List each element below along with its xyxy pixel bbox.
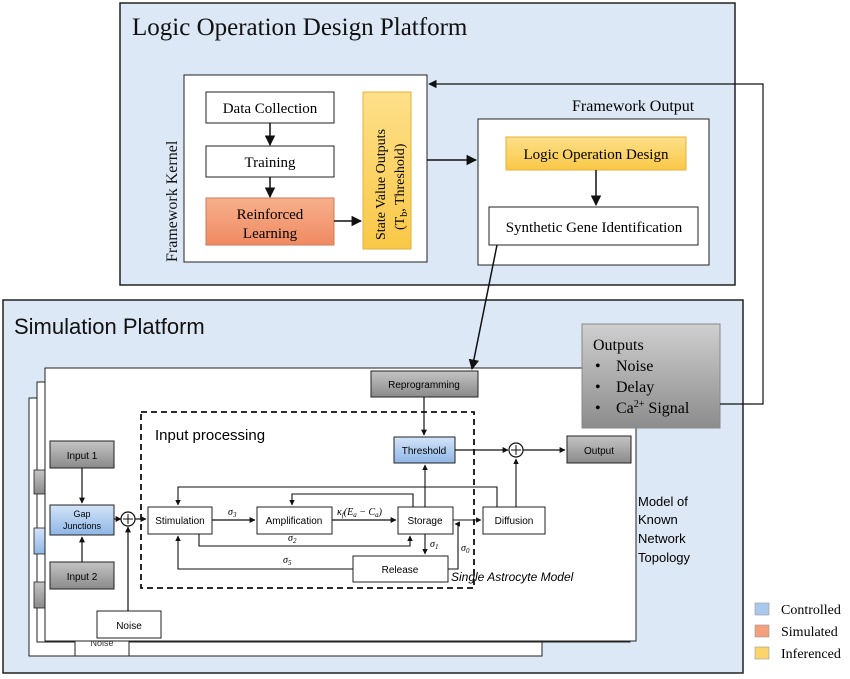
sigma1-label: σ1 <box>430 539 438 551</box>
training-box <box>205 145 335 178</box>
gap-line2: Junctions <box>63 521 102 531</box>
amplification-box <box>256 506 333 535</box>
input2-box <box>49 561 115 590</box>
model-label-line4: Topology <box>638 550 691 565</box>
reinforced-line1: Reinforced <box>237 207 304 223</box>
state-value-line2: (Tb, Threshold) <box>393 143 410 230</box>
sigma5-label: σ5 <box>283 555 292 567</box>
legend-label-simulated: Simulated <box>781 625 838 640</box>
state-value-line1: State Value Outputs <box>374 129 389 240</box>
model-label-line2: Known <box>638 512 678 527</box>
diffusion-label: Diffusion <box>495 516 534 527</box>
outputs-bullet-2: • <box>595 379 601 396</box>
logic-op-design-label: Logic Operation Design <box>524 147 669 163</box>
sigma0-label: σ0 <box>461 543 470 555</box>
logic-platform-title: Logic Operation Design Platform <box>132 14 468 41</box>
model-label-line1: Model of <box>638 494 688 509</box>
release-label: Release <box>382 565 419 576</box>
outputs-title: Outputs <box>593 337 644 354</box>
state-value-outputs-box <box>362 91 412 250</box>
noise-box <box>96 610 162 639</box>
input2-label: Input 2 <box>67 572 98 583</box>
legend-swatch-inferenced <box>754 646 770 660</box>
legend-label-inferenced: Inferenced <box>781 647 841 662</box>
outputs-item-ca-signal: Ca2+ Signal <box>616 399 690 417</box>
framework-output-label: Framework Output <box>572 98 695 115</box>
amplification-label: Amplification <box>266 516 323 527</box>
gap-line1: Gap <box>73 509 90 519</box>
data-collection-label: Data Collection <box>223 101 318 117</box>
storage-label: Storage <box>407 516 442 527</box>
simulation-platform-title: Simulation Platform <box>14 314 205 339</box>
input-processing-label: Input processing <box>155 427 265 444</box>
outputs-item-delay: Delay <box>616 379 654 396</box>
output-box <box>566 435 632 464</box>
outputs-item-noise: Noise <box>616 358 653 375</box>
stimulation-label: Stimulation <box>155 516 204 527</box>
framework-kernel-label: Framework Kernel <box>164 140 181 262</box>
output-label: Output <box>584 446 614 457</box>
synthetic-gene-label: Synthetic Gene Identification <box>506 220 683 236</box>
noise-label: Noise <box>116 621 142 632</box>
threshold-box <box>393 436 456 464</box>
kappa-expression: κf(Ea − Ca) <box>337 507 383 519</box>
synthetic-gene-box <box>488 206 699 246</box>
reprogramming-label: Reprogramming <box>388 380 460 391</box>
reinforced-learning-box <box>205 197 335 246</box>
outputs-bullet-1: • <box>595 358 601 375</box>
diffusion-box <box>482 506 546 535</box>
logic-platform: Logic Operation Design Platform Framewor… <box>119 2 736 286</box>
reprogramming-box <box>370 370 479 398</box>
logic-operation-design-box <box>505 136 687 171</box>
release-box <box>352 555 449 583</box>
outputs-box: Outputs • Noise • Delay • Ca2+ Signal <box>581 323 721 429</box>
threshold-label: Threshold <box>402 446 446 457</box>
legend-label-controlled: Controlled <box>781 603 841 618</box>
sigma3-label: σ3 <box>228 507 237 519</box>
noise-back-label: Noise <box>90 638 113 648</box>
gap-junctions-box <box>49 504 115 536</box>
single-astrocyte-label: Single Astrocyte Model <box>451 570 574 584</box>
outputs-bullet-3: • <box>595 400 601 417</box>
simulation-platform: Simulation Platform Noise Input processi… <box>2 299 744 674</box>
sigma2-label: σ2 <box>288 533 297 545</box>
data-collection-box <box>205 91 335 124</box>
input1-label: Input 1 <box>67 451 98 462</box>
legend-swatch-controlled <box>754 602 770 616</box>
input1-box <box>49 440 115 469</box>
stimulation-box <box>147 506 213 535</box>
training-label: Training <box>244 155 296 171</box>
reinforced-line2: Learning <box>243 226 298 242</box>
legend-swatch-simulated <box>754 624 770 638</box>
model-label-line3: Network <box>638 531 686 546</box>
